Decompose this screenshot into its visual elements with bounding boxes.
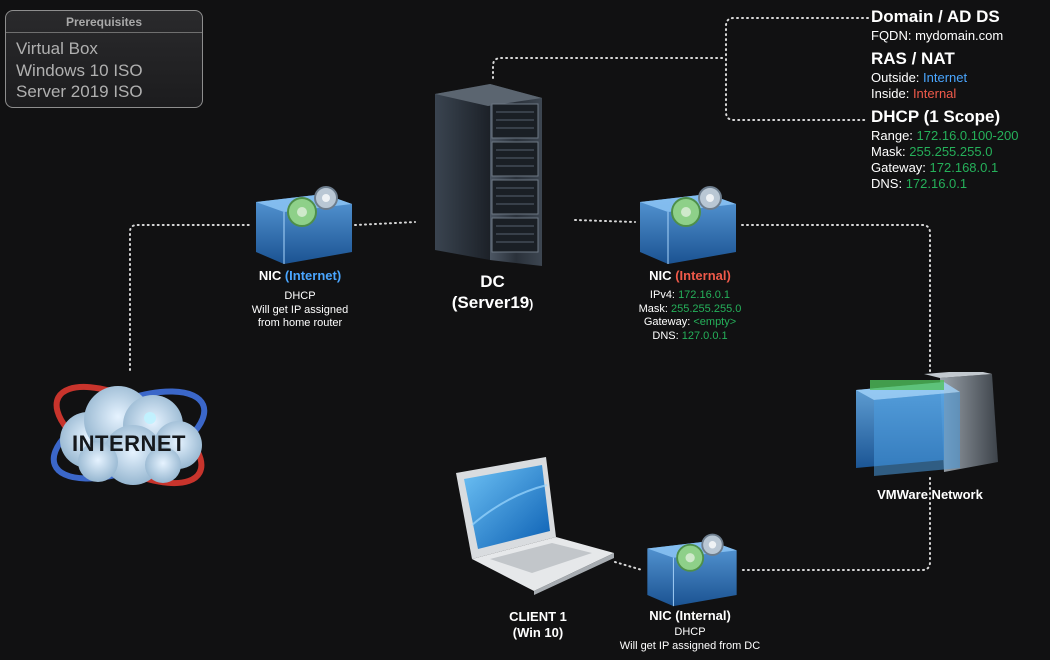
prerequisites-title: Prerequisites [65,15,143,29]
nic-external-title: NIC (Internet) [258,268,342,283]
server-rack-icon [435,84,542,266]
nic-dns-line: DNS: 127.0.0.1 [652,329,728,342]
nic-external-line: Will get IP assigned [251,303,349,316]
client-name: CLIENT 1 [509,609,567,624]
client-label: CLIENT 1 (Win 10) [488,609,588,641]
dhcp-heading: DHCP (1 Scope) [871,107,1001,126]
inside-line: Inside: Internal [871,86,957,101]
nic-external-line: from home router [257,317,343,329]
prerequisites-panel: Prerequisites Virtual Box Windows 10 ISO… [5,10,203,108]
network-card-icon [256,186,352,264]
nic-internal-dc-label: NIC (Internal) IPv4: 172.16.0.1 Mask: 25… [610,267,770,343]
dhcp-dns-line: DNS: 172.16.0.1 [871,176,968,191]
prerequisite-item: Virtual Box [16,39,98,58]
dc-services-panel: Domain / AD DS FQDN: mydomain.com RAS / … [871,6,1049,192]
outside-line: Outside: Internet [871,70,968,85]
nic-ipv4-line: IPv4: 172.16.0.1 [649,289,731,301]
nic-client-title: NIC (Internal) [649,608,731,623]
nic-client-label: NIC (Internal) DHCP Will get IP assigned… [600,608,780,653]
prerequisites-divider [6,32,202,33]
dc-name: DC [480,272,505,291]
dhcp-mask-line: Mask: 255.255.255.0 [871,144,993,159]
domain-heading: Domain / AD DS [871,7,1000,26]
dc-label: DC (Server19) [430,271,555,315]
nic-internal-title: NIC (Internal) [649,268,731,283]
nic-client-line: DHCP [674,626,706,638]
nic-external-label: NIC (Internet) DHCP Will get IP assigned… [230,267,370,331]
vmware-label: VMWare Network [877,487,983,502]
nic-external-line: DHCP [284,290,316,302]
internet-cloud-icon [50,383,208,487]
dhcp-range-line: Range: 172.16.0.100-200 [871,128,1019,143]
fqdn-line: FQDN: mydomain.com [871,28,1004,43]
dhcp-gateway-line: Gateway: 172.168.0.1 [871,160,999,175]
nic-mask-line: Mask: 255.255.255.0 [638,302,742,315]
vmware-network-icon [856,372,998,476]
nic-client-line: Will get IP assigned from DC [619,639,761,652]
network-card-icon [640,186,736,264]
prerequisite-item: Server 2019 ISO [16,82,143,101]
client-os: (Win 10) [512,625,564,640]
ras-nat-heading: RAS / NAT [871,49,955,68]
nic-gateway-line: Gateway: <empty> [643,316,737,328]
network-card-icon [647,533,737,607]
internet-label: INTERNET [72,431,186,456]
prerequisite-item: Windows 10 ISO [16,60,143,80]
laptop-icon [456,457,614,595]
dc-subtitle: (Server19) [451,293,534,312]
